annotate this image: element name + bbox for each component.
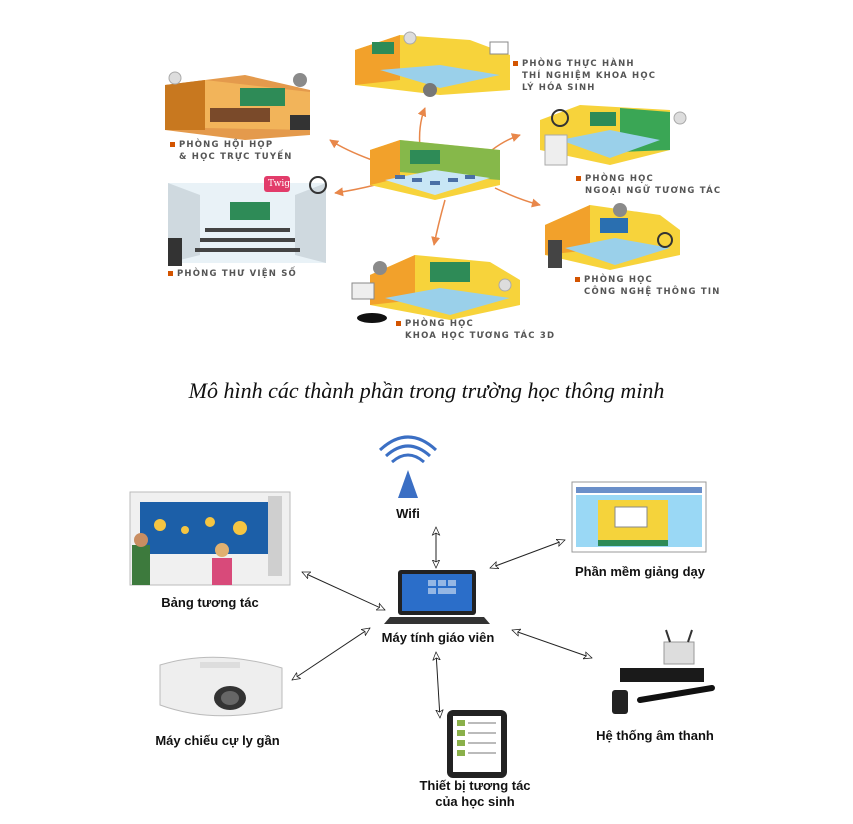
label-interactive-board: Bảng tương tác <box>161 595 259 610</box>
language-room-illustration <box>540 105 687 166</box>
arrow-projector-pc <box>292 628 370 680</box>
figure-caption: Mô hình các thành phần trong trường học … <box>188 378 665 403</box>
device-arrows <box>292 527 592 718</box>
label-meeting-line1: PHÒNG HỘI HỌP <box>179 140 274 150</box>
arrow-audio-pc <box>512 630 592 658</box>
label-lab-line1: PHÒNG THỰC HÀNH <box>522 59 635 69</box>
center-classroom-illustration <box>370 140 500 200</box>
it-room-illustration <box>545 203 680 270</box>
arrow-to-lab <box>417 107 427 149</box>
arrow-to-it <box>494 187 541 208</box>
label-language-room: PHÒNG HỌC NGOẠI NGỮ TƯƠNG TÁC <box>576 173 721 197</box>
arrow-to-3d <box>431 199 446 246</box>
label-audio-system: Hệ thống âm thanh <box>596 728 714 743</box>
label-student-line2: của học sinh <box>435 794 515 809</box>
label-it-line2: CÔNG NGHỆ THÔNG TIN <box>584 287 721 297</box>
label-projector: Máy chiếu cự ly gần <box>155 733 280 748</box>
lab-room-illustration <box>355 31 510 97</box>
teaching-software-screenshot <box>571 481 707 553</box>
twig-logo: Twig <box>267 179 291 189</box>
label-library-room: PHÒNG THƯ VIỆN SỐ <box>168 268 297 280</box>
science3d-room-illustration <box>351 255 520 323</box>
label-student-line1: Thiết bị tương tác <box>419 778 531 793</box>
audio-system-illustration <box>612 629 715 714</box>
label-student-device: Thiết bị tương tác của học sinh <box>395 778 555 810</box>
label-it-line1: PHÒNG HỌC <box>584 275 653 285</box>
laptop-icon <box>384 570 490 624</box>
label-teacher-pc: Máy tính giáo viên <box>381 630 495 645</box>
interactive-board-illustration <box>129 491 291 586</box>
arrow-board-pc <box>302 571 385 611</box>
arrow-to-library <box>334 184 376 197</box>
label-language-line2: NGOẠI NGỮ TƯƠNG TÁC <box>585 186 722 196</box>
label-meeting-line2: & HỌC TRỰC TUYẾN <box>179 152 293 162</box>
tablet-icon <box>447 710 507 778</box>
meeting-room-illustration <box>165 71 310 140</box>
library-room-illustration <box>168 176 327 266</box>
wifi-icon <box>378 435 438 498</box>
label-teaching-software: Phần mềm giảng dạy <box>574 564 706 579</box>
label-3d-room: PHÒNG HỌC KHOA HỌC TƯƠNG TÁC 3D <box>396 318 555 342</box>
arrow-to-language <box>491 133 521 151</box>
label-it-room: PHÒNG HỌC CÔNG NGHỆ THÔNG TIN <box>575 274 721 298</box>
label-lab-line2: THÍ NGHIỆM KHOA HỌC <box>522 71 657 81</box>
projector-icon <box>159 656 283 717</box>
label-language-line1: PHÒNG HỌC <box>585 174 654 184</box>
arrow-to-meeting <box>329 139 373 161</box>
label-lab-room: PHÒNG THỰC HÀNH THÍ NGHIỆM KHOA HỌC LÝ H… <box>513 58 656 94</box>
label-lab-line3: LÝ HÓA SINH <box>522 83 596 93</box>
label-3d-line2: KHOA HỌC TƯƠNG TÁC 3D <box>405 331 556 341</box>
label-meeting-room: PHÒNG HỘI HỌP & HỌC TRỰC TUYẾN <box>170 139 293 163</box>
label-3d-line1: PHÒNG HỌC <box>405 319 474 329</box>
arrow-student-pc <box>436 652 440 718</box>
label-library-line1: PHÒNG THƯ VIỆN SỐ <box>177 269 297 279</box>
label-wifi: Wifi <box>396 506 420 521</box>
arrow-software-pc <box>490 540 565 568</box>
